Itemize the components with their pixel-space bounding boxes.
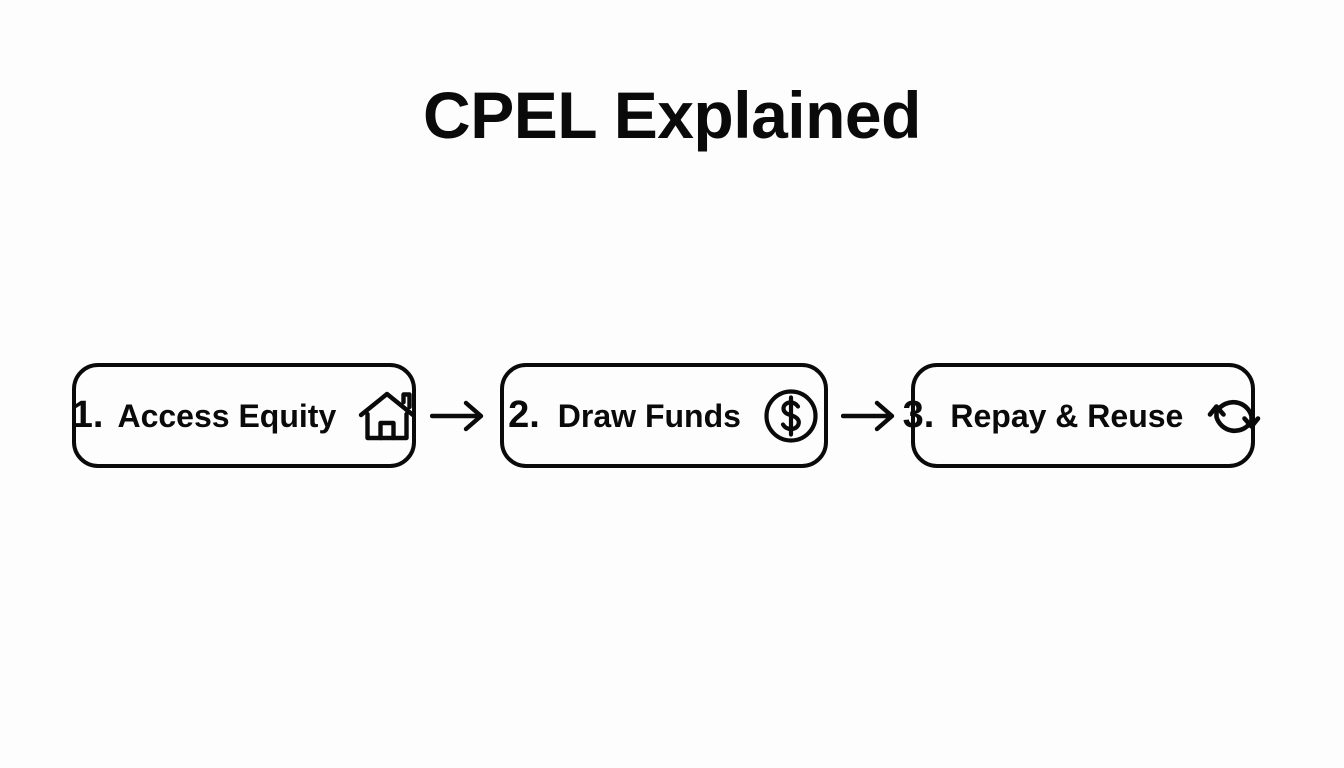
step-number-3: 3. xyxy=(902,393,935,436)
step-label-3: Repay & Reuse xyxy=(950,397,1184,434)
step-label-1: Access Equity xyxy=(117,397,337,434)
step-box-3[interactable]: 3. Repay & Reuse xyxy=(903,363,1261,468)
arrow-right-icon xyxy=(838,386,900,446)
step-number-2: 2. xyxy=(508,393,540,436)
step-box-2[interactable]: 2. Draw Funds xyxy=(499,363,828,468)
step-label-2: Draw Funds xyxy=(557,397,741,434)
arrow-right-icon xyxy=(427,386,489,446)
process-flow: 1. Access Equity xyxy=(72,363,1261,468)
page-title: CPEL Explained xyxy=(423,78,921,152)
refresh-cycle-icon xyxy=(1205,389,1263,443)
house-icon xyxy=(358,390,416,442)
step-box-1[interactable]: 1. Access Equity xyxy=(72,363,416,468)
dollar-circle-icon xyxy=(763,388,819,444)
step-number-1: 1. xyxy=(71,393,104,436)
